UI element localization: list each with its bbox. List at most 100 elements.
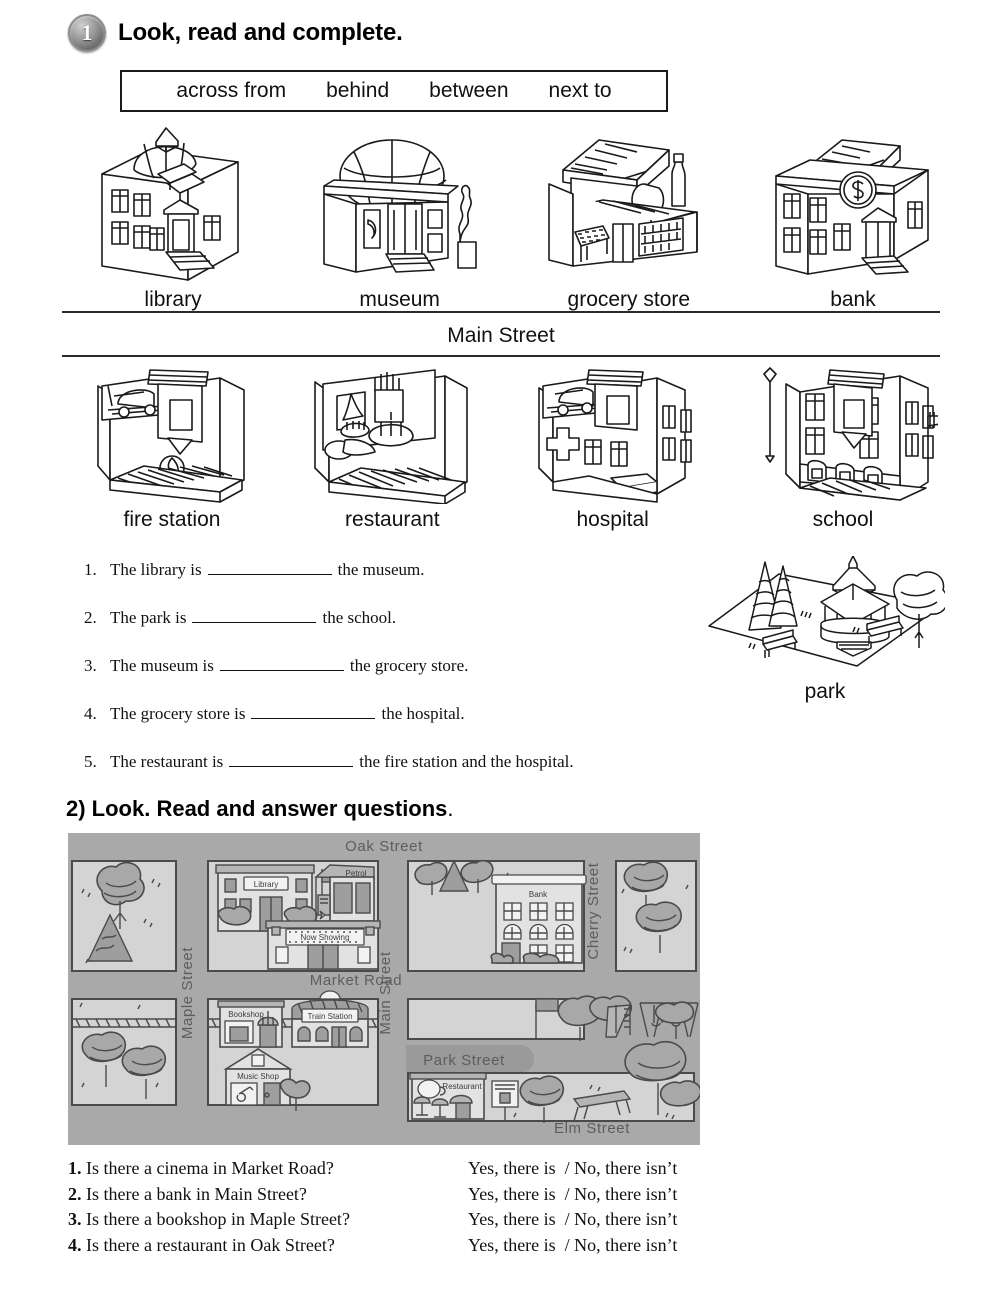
word-bank-item-3[interactable]: next to bbox=[548, 79, 612, 102]
map-street-label-oak: Oak Street bbox=[345, 838, 423, 855]
map-sign-cinema: Now Showing bbox=[301, 933, 350, 942]
answer-blank[interactable] bbox=[207, 558, 332, 575]
school-building-icon bbox=[763, 367, 938, 501]
sentence-text-before: The grocery store is bbox=[110, 704, 246, 723]
hospital-building-icon bbox=[537, 369, 692, 503]
map-street-label-market: Market Road bbox=[310, 972, 402, 989]
question-row: 2. Is there a bank in Main Street? Yes, … bbox=[68, 1182, 828, 1208]
question-answer-options[interactable]: Yes, there is / No, there isn’t bbox=[468, 1183, 678, 1204]
map-sign-music-shop: Music Shop bbox=[237, 1072, 279, 1081]
building-label: school bbox=[812, 508, 874, 531]
building-fire-station: fire station bbox=[88, 364, 256, 532]
restaurant-building-icon bbox=[314, 369, 469, 504]
building-label: bank bbox=[830, 288, 876, 311]
sentence-text-after: the museum. bbox=[337, 560, 425, 579]
building-label: museum bbox=[359, 288, 440, 311]
building-school: school bbox=[748, 364, 938, 532]
question-number: 4. bbox=[68, 1234, 82, 1255]
question-row: 1. Is there a cinema in Market Road? Yes… bbox=[68, 1156, 828, 1182]
building-museum: museum bbox=[310, 124, 490, 312]
question-number: 1. bbox=[68, 1158, 82, 1178]
word-bank: across from behind between next to bbox=[120, 70, 668, 112]
exercise-2-title: 2) Look. Read and answer questions. bbox=[66, 796, 454, 822]
exercise-1-header: 1 Look, read and complete. bbox=[68, 14, 403, 52]
building-bank: bank bbox=[768, 124, 938, 312]
street-rule-bottom bbox=[62, 355, 940, 357]
map-street-label-maple: Maple Street bbox=[179, 947, 196, 1039]
park-illustration-icon bbox=[708, 556, 945, 667]
building-label: grocery store bbox=[567, 288, 691, 311]
map-building-music-shop: Music Shop bbox=[223, 1048, 311, 1111]
word-bank-item-2[interactable]: between bbox=[429, 79, 509, 102]
sentence-text-before: The museum is bbox=[110, 656, 214, 675]
answer-blank[interactable] bbox=[219, 654, 344, 671]
town-map-illustration: .blk { fill:#d4d4d4; stroke:#4a4a4a; str… bbox=[68, 833, 700, 1145]
sentence-text-after: the hospital. bbox=[381, 704, 465, 723]
question-text: 4. Is there a restaurant in Oak Street? bbox=[68, 1233, 468, 1259]
sentence-row: 3. The museum is the grocery store. bbox=[84, 654, 684, 676]
map-street-label-park: Park Street bbox=[423, 1052, 505, 1069]
map-building-restaurant: Restaurant bbox=[409, 1072, 487, 1120]
question-list: 1. Is there a cinema in Market Road? Yes… bbox=[68, 1156, 828, 1258]
map-trees-bottomright bbox=[513, 1040, 700, 1123]
building-label: park bbox=[804, 680, 846, 703]
map-building-bookshop: Bookshop bbox=[217, 1000, 285, 1048]
question-answer-options[interactable]: Yes, there is / No, there isn’t bbox=[468, 1158, 678, 1178]
map-sign-restaurant: Restaurant bbox=[442, 1082, 482, 1091]
map-sign-train-station: Train Station bbox=[307, 1012, 352, 1021]
grocery-store-building-icon bbox=[548, 139, 699, 267]
building-park: park bbox=[700, 556, 950, 704]
street-rule-top bbox=[62, 311, 940, 313]
map-street-label-cherry: Cherry Street bbox=[585, 862, 602, 959]
sentence-text-before: The library is bbox=[110, 560, 202, 579]
map-building-cinema: Now Showing bbox=[265, 920, 381, 970]
sentence-text-before: The restaurant is bbox=[110, 752, 224, 771]
map-building-bank: Bank bbox=[490, 874, 587, 964]
map-street-label-elm: Elm Street bbox=[554, 1120, 630, 1137]
exercise-2-title-period: . bbox=[447, 796, 454, 821]
fire-station-building-icon bbox=[97, 369, 245, 503]
sentence-number: 4. bbox=[84, 704, 97, 723]
building-label: hospital bbox=[576, 508, 649, 531]
question-number: 3. bbox=[68, 1209, 82, 1230]
answer-blank[interactable] bbox=[192, 606, 317, 623]
sentence-text-before: The park is bbox=[110, 608, 187, 627]
map-tree-topleft bbox=[96, 861, 145, 929]
question-text: 1. Is there a cinema in Market Road? bbox=[68, 1156, 468, 1182]
exercise-2-title-text: 2) Look. Read and answer questions bbox=[66, 796, 448, 821]
question-body: Is there a bookshop in Maple Street? bbox=[86, 1209, 350, 1230]
question-answer-options[interactable]: Yes, there is / No, there isn’t bbox=[468, 1234, 678, 1255]
map-sign-petrol: Petrol bbox=[346, 869, 367, 878]
question-body: Is there a cinema in Market Road? bbox=[86, 1158, 334, 1178]
map-building-train-station: Train Station bbox=[291, 990, 369, 1048]
bank-building-icon bbox=[775, 139, 929, 275]
question-body: Is there a bank in Main Street? bbox=[86, 1183, 307, 1204]
map-hill-lines bbox=[95, 934, 117, 952]
sentence-row: 4. The grocery store is the hospital. bbox=[84, 702, 684, 724]
map-trees-bank-block bbox=[414, 859, 515, 895]
building-hospital: hospital bbox=[529, 364, 697, 532]
question-text: 3. Is there a bookshop in Maple Street? bbox=[68, 1207, 468, 1233]
sentence-text-after: the school. bbox=[322, 608, 397, 627]
question-body: Is there a restaurant in Oak Street? bbox=[86, 1234, 335, 1255]
map-grass-tufts bbox=[81, 878, 161, 964]
sentence-number: 5. bbox=[84, 752, 97, 771]
museum-building-icon bbox=[322, 139, 477, 273]
sentence-text-after: the fire station and the hospital. bbox=[359, 752, 574, 771]
main-street-label: Main Street bbox=[447, 324, 555, 347]
map-sign-bank: Bank bbox=[529, 890, 548, 899]
question-answer-options[interactable]: Yes, there is / No, there isn’t bbox=[468, 1209, 678, 1230]
map-signboard bbox=[491, 1080, 519, 1122]
word-bank-item-0[interactable]: across from bbox=[176, 79, 287, 102]
building-label: fire station bbox=[123, 508, 221, 531]
buildings-row-top: library bbox=[88, 124, 938, 312]
building-library: library bbox=[88, 124, 258, 312]
answer-blank[interactable] bbox=[229, 750, 354, 767]
question-row: 3. Is there a bookshop in Maple Street? … bbox=[68, 1207, 828, 1233]
word-bank-item-1[interactable]: behind bbox=[326, 79, 390, 102]
map-trees-midleft bbox=[79, 1002, 167, 1099]
sentence-row: 1. The library is the museum. bbox=[84, 558, 684, 580]
sentence-row: 5. The restaurant is the fire station an… bbox=[84, 750, 684, 772]
answer-blank[interactable] bbox=[251, 702, 376, 719]
